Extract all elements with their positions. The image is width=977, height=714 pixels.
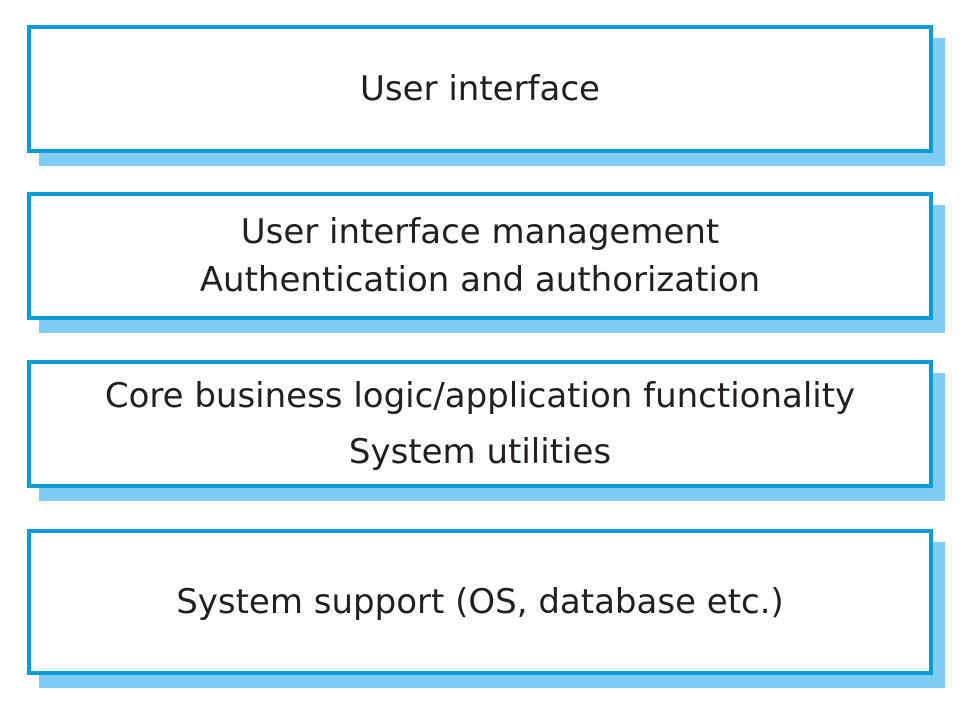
layer-label: System support (OS, database etc.) [176,582,784,622]
layer-label: User interface [360,69,600,109]
layer-core-business-logic: Core business logic/application function… [27,360,933,488]
layer-system-support: System support (OS, database etc.) [27,529,933,675]
layer-label: System utilities [348,432,612,472]
layer-ui-management-auth: User interface management Authentication… [27,192,933,320]
layer-label: User interface management [240,212,720,252]
layer-label: Core business logic/application function… [104,376,856,416]
layer-label: Authentication and authorization [199,260,761,300]
layer-user-interface: User interface [27,25,933,153]
